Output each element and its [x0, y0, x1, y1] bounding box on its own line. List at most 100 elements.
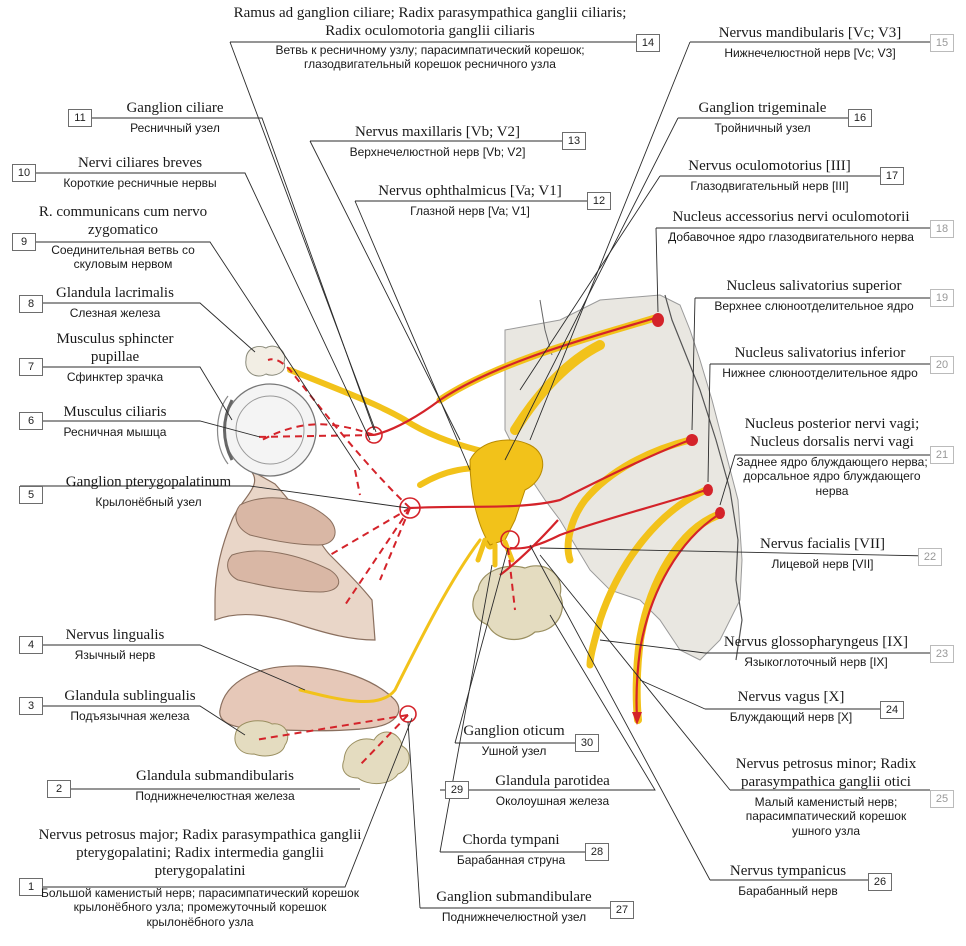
- label-23: Nervus glossopharyngeus [IX] Языкоглоточ…: [705, 633, 927, 669]
- label-11-latin: Ganglion ciliare: [90, 99, 260, 117]
- label-number-14: 14: [636, 34, 660, 52]
- label-25-latin: Nervus petrosus minor; Radix parasympath…: [725, 755, 927, 791]
- label-26-russian: Барабанный нерв: [712, 884, 864, 898]
- label-number-21: 21: [930, 446, 954, 464]
- label-13: Nervus maxillaris [Vb; V2] Верхнечелюстн…: [315, 123, 560, 159]
- submandibular-ganglion: [400, 706, 416, 722]
- label-29-russian: Околоушная железа: [470, 794, 635, 808]
- label-6: Musculus ciliaris Ресничная мышца: [40, 403, 190, 439]
- label-12: Nervus ophthalmicus [Va; V1] Глазной нер…: [355, 182, 585, 218]
- label-number-25: 25: [930, 790, 954, 808]
- label-22-latin: Nervus facialis [VII]: [730, 535, 915, 553]
- label-24-latin: Nervus vagus [X]: [705, 688, 877, 706]
- label-16-latin: Ganglion trigeminale: [680, 99, 845, 117]
- label-7-latin: Musculus sphincter pupillae: [40, 330, 190, 366]
- label-3-latin: Glandula sublingualis: [40, 687, 220, 705]
- label-number-10: 10: [12, 164, 36, 182]
- label-number-20: 20: [930, 356, 954, 374]
- label-29: Glandula parotidea Околоушная железа: [470, 772, 635, 808]
- label-5-latin: Ganglion pterygopalatinum: [36, 473, 261, 491]
- label-24-russian: Блуждающий нерв [X]: [705, 710, 877, 724]
- label-30-latin: Ganglion oticum: [455, 722, 573, 740]
- label-10-latin: Nervi ciliares breves: [35, 154, 245, 172]
- label-15-latin: Nervus mandibularis [Vc; V3]: [692, 24, 928, 42]
- label-18: Nucleus accessorius nervi oculomotorii Д…: [655, 208, 927, 244]
- label-6-russian: Ресничная мышца: [40, 425, 190, 439]
- label-number-9: 9: [12, 233, 36, 251]
- label-24: Nervus vagus [X] Блуждающий нерв [X]: [705, 688, 877, 724]
- label-14-russian: Ветвь к ресничному узлу; парасимпатическ…: [225, 43, 635, 72]
- label-number-23: 23: [930, 645, 954, 663]
- trigeminal-ganglion: [470, 440, 543, 545]
- label-28-russian: Барабанная струна: [440, 853, 582, 867]
- label-number-22: 22: [918, 548, 942, 566]
- label-1: Nervus petrosus major; Radix parasympath…: [35, 826, 365, 929]
- label-number-16: 16: [848, 109, 872, 127]
- label-14-latin: Ramus ad ganglion ciliare; Radix parasym…: [225, 4, 635, 40]
- label-7-russian: Сфинктер зрачка: [40, 370, 190, 384]
- label-21: Nucleus posterior nervi vagi; Nucleus do…: [736, 415, 928, 498]
- label-8-latin: Glandula lacrimalis: [40, 284, 190, 302]
- label-number-2: 2: [47, 780, 71, 798]
- label-19-russian: Верхнее слюноотделительное ядро: [700, 299, 928, 313]
- label-7: Musculus sphincter pupillae Сфинктер зра…: [40, 330, 190, 384]
- label-4-latin: Nervus lingualis: [40, 626, 190, 644]
- nucleus-salivatorius-superior: [686, 434, 698, 446]
- label-4: Nervus lingualis Язычный нерв: [40, 626, 190, 662]
- label-number-17: 17: [880, 167, 904, 185]
- label-27-latin: Ganglion submandibulare: [420, 888, 608, 906]
- label-9-russian: Соединительная ветвь со скуловым нервом: [38, 243, 208, 272]
- label-25-russian: Малый каменистый нерв; парасимпатический…: [725, 795, 927, 838]
- label-23-russian: Языкоглоточный нерв [IX]: [705, 655, 927, 669]
- label-18-latin: Nucleus accessorius nervi oculomotorii: [655, 208, 927, 226]
- label-17-latin: Nervus oculomotorius [III]: [662, 157, 877, 175]
- label-10-russian: Короткие ресничные нервы: [35, 176, 245, 190]
- label-9: R. communicans cum nervo zygomatico Соед…: [38, 203, 208, 272]
- label-23-latin: Nervus glossopharyngeus [IX]: [705, 633, 927, 651]
- label-2-russian: Поднижнечелюстная железа: [70, 789, 360, 803]
- label-8-russian: Слезная железа: [40, 306, 190, 320]
- nucleus-dorsalis-vagi: [715, 507, 725, 519]
- label-17-russian: Глазодвигательный нерв [III]: [662, 179, 877, 193]
- label-number-11: 11: [68, 109, 92, 127]
- label-14: Ramus ad ganglion ciliare; Radix parasym…: [225, 4, 635, 72]
- label-30: Ganglion oticum Ушной узел: [455, 722, 573, 758]
- label-3: Glandula sublingualis Подъязычная железа: [40, 687, 220, 723]
- label-13-russian: Верхнечелюстной нерв [Vb; V2]: [315, 145, 560, 159]
- label-22: Nervus facialis [VII] Лицевой нерв [VII]: [730, 535, 915, 571]
- label-11-russian: Ресничный узел: [90, 121, 260, 135]
- label-number-19: 19: [930, 289, 954, 307]
- label-13-latin: Nervus maxillaris [Vb; V2]: [315, 123, 560, 141]
- leader-29: [440, 615, 655, 790]
- label-17: Nervus oculomotorius [III] Глазодвигател…: [662, 157, 877, 193]
- label-4-russian: Язычный нерв: [40, 648, 190, 662]
- label-16-russian: Тройничный узел: [680, 121, 845, 135]
- label-number-30: 30: [575, 734, 599, 752]
- label-9-latin: R. communicans cum nervo zygomatico: [38, 203, 208, 239]
- label-3-russian: Подъязычная железа: [40, 709, 220, 723]
- label-number-12: 12: [587, 192, 611, 210]
- label-1-russian: Большой каменистый нерв; парасимпатическ…: [35, 886, 365, 929]
- label-28: Chorda tympani Барабанная струна: [440, 831, 582, 867]
- label-2: Glandula submandibularis Поднижнечелюстн…: [70, 767, 360, 803]
- label-12-latin: Nervus ophthalmicus [Va; V1]: [355, 182, 585, 200]
- label-29-latin: Glandula parotidea: [470, 772, 635, 790]
- label-15-russian: Нижнечелюстной нерв [Vc; V3]: [692, 46, 928, 60]
- label-19-latin: Nucleus salivatorius superior: [700, 277, 928, 295]
- nucleus-salivatorius-inferior: [703, 484, 713, 496]
- label-5-russian: Крылонёбный узел: [36, 495, 261, 509]
- label-19: Nucleus salivatorius superior Верхнее сл…: [700, 277, 928, 313]
- label-27: Ganglion submandibulare Поднижнечелюстно…: [420, 888, 608, 924]
- label-2-latin: Glandula submandibularis: [70, 767, 360, 785]
- label-15: Nervus mandibularis [Vc; V3] Нижнечелюст…: [692, 24, 928, 60]
- label-21-russian: Заднее ядро блуждающего нерва; дорсально…: [736, 455, 928, 498]
- label-6-latin: Musculus ciliaris: [40, 403, 190, 421]
- label-26: Nervus tympanicus Барабанный нерв: [712, 862, 864, 898]
- label-12-russian: Глазной нерв [Va; V1]: [355, 204, 585, 218]
- label-20: Nucleus salivatorius inferior Нижнее слю…: [712, 344, 928, 380]
- label-21-latin: Nucleus posterior nervi vagi; Nucleus do…: [736, 415, 928, 451]
- label-number-29: 29: [445, 781, 469, 799]
- label-25: Nervus petrosus minor; Radix parasympath…: [725, 755, 927, 838]
- label-26-latin: Nervus tympanicus: [712, 862, 864, 880]
